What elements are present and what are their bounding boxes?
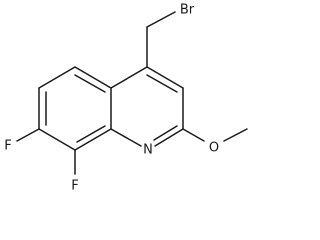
bond-c8-c8a-inner: [76, 125, 106, 143]
bond-c7-f: [16, 128, 40, 142]
molecule-structure: Br N O F F: [4, 3, 248, 194]
bond-c4-c4a: [110, 66, 148, 89]
bond-n1-c2-inner: [153, 125, 178, 141]
bond-c5-c6: [38, 66, 76, 89]
bond-ch2-br: [146, 11, 176, 28]
bond-c3-c4: [146, 66, 184, 89]
bond-c4a-c5-inner: [74, 74, 106, 93]
atom-label-bromine: Br: [180, 3, 195, 18]
bond-o-ch3: [223, 128, 248, 142]
bond-c7-c8: [38, 128, 76, 151]
bond-c2-o: [182, 128, 205, 142]
atom-label-fluorine-7: F: [4, 139, 11, 154]
bond-c8a-n1: [110, 128, 142, 147]
atom-label-nitrogen: N: [143, 143, 153, 158]
bond-n1-c2: [154, 128, 184, 147]
atom-label-oxygen: O: [209, 141, 219, 156]
atom-label-fluorine-8: F: [71, 179, 78, 194]
bond-c8-c8a: [74, 128, 112, 151]
bond-c4a-c5: [74, 66, 112, 89]
bond-c3-c4-inner: [146, 74, 178, 93]
